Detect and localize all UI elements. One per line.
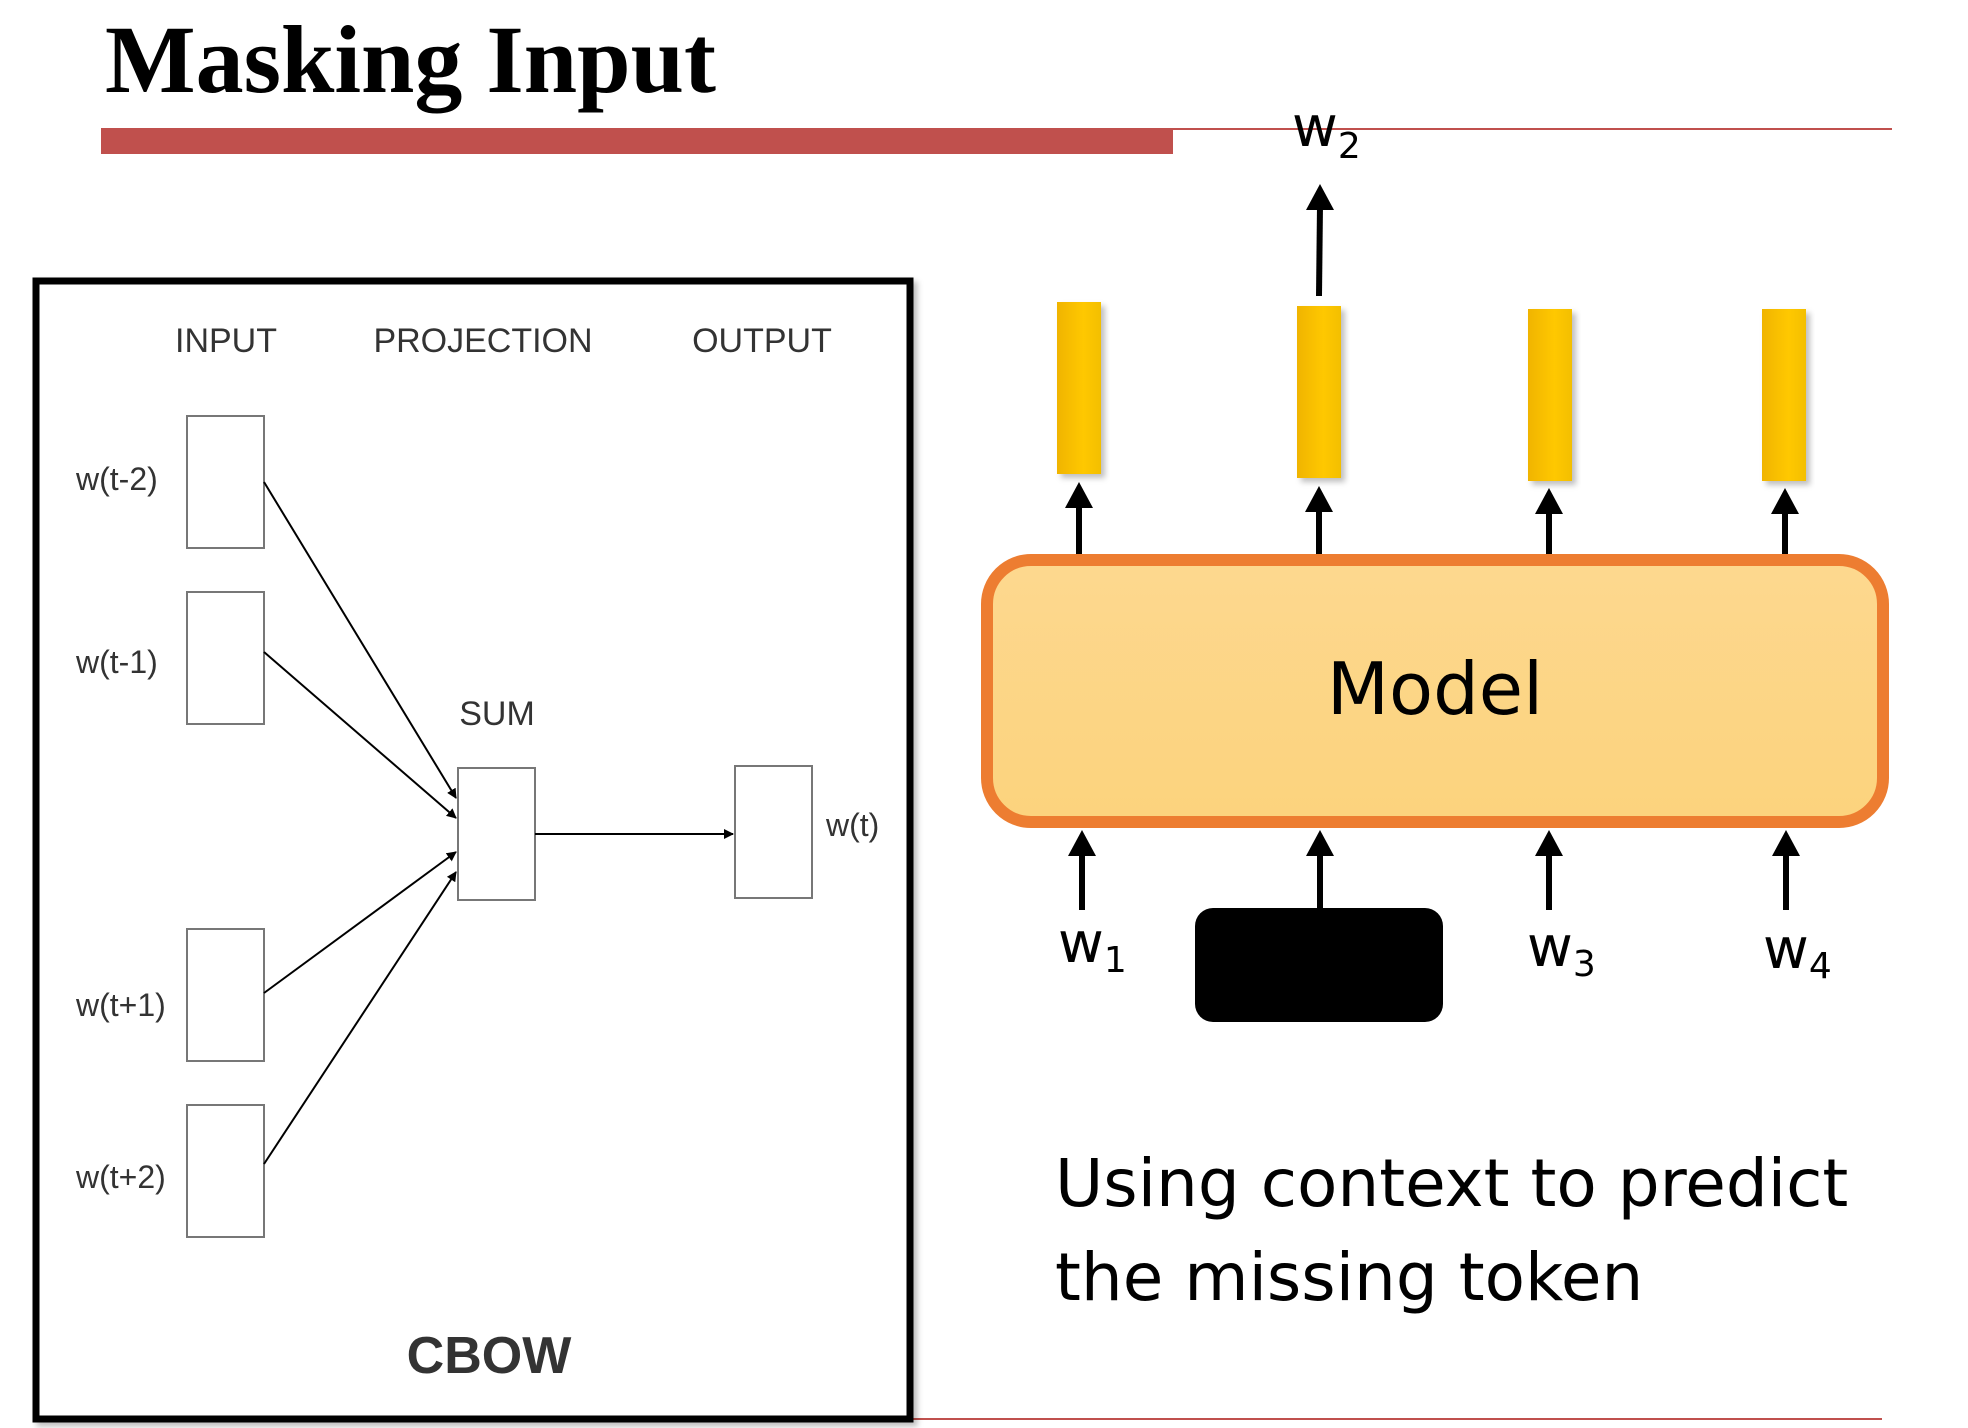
output-vector-4: [1762, 309, 1806, 481]
cbow-input-label-1: w(t-2): [75, 461, 158, 497]
output-vector-2: [1297, 306, 1341, 478]
input-token-label-4: w4: [1763, 917, 1832, 987]
predicted-token-label: w2: [1292, 95, 1361, 167]
cbow-panel: INPUT PROJECTION OUTPUT w(t-2) w(t-1) w(…: [32, 277, 914, 1423]
output-vector-1: [1057, 302, 1101, 474]
cbow-header-projection: PROJECTION: [373, 322, 592, 360]
cbow-sum-box: [457, 767, 536, 901]
cbow-edge-1: [263, 481, 457, 799]
input-arrows: [1068, 830, 1800, 910]
cbow-input-label-4: w(t+2): [75, 1159, 166, 1195]
cbow-edge-3: [263, 851, 457, 994]
cbow-output-label: w(t): [825, 807, 879, 843]
model-caption-line-1: Using context to predict: [1055, 1145, 1848, 1222]
model-caption-line-2: the missing token: [1055, 1239, 1643, 1316]
cbow-header-output: OUTPUT: [692, 322, 832, 360]
cbow-caption: CBOW: [407, 1327, 573, 1385]
cbow-sum-label: SUM: [459, 695, 535, 733]
cbow-header-input: INPUT: [175, 322, 277, 360]
cbow-input-box-2: [186, 591, 265, 725]
output-vector-3: [1528, 309, 1572, 481]
model-box: [981, 554, 1889, 828]
cbow-input-box-3: [186, 928, 265, 1062]
cbow-input-box-1: [186, 415, 265, 549]
model-label: Model: [1327, 647, 1543, 731]
model-to-vector-arrows: [1065, 482, 1799, 560]
title-bar: [101, 128, 1173, 154]
cbow-edge-2: [263, 651, 457, 819]
cbow-input-label-3: w(t+1): [75, 987, 166, 1023]
cbow-input-box-4: [186, 1104, 265, 1238]
slide-title: Masking Input: [105, 6, 716, 113]
masked-token: [1195, 908, 1443, 1022]
cbow-output-box: [734, 765, 813, 899]
input-token-label-3: w3: [1527, 915, 1596, 985]
prediction-arrow: [1306, 184, 1334, 297]
cbow-input-label-2: w(t-1): [75, 644, 158, 680]
model-diagram: w2 Model w1 w3 w4 Using context to predi…: [981, 95, 1889, 1316]
input-token-label-1: w1: [1058, 911, 1127, 981]
cbow-edge-4: [263, 871, 457, 1165]
